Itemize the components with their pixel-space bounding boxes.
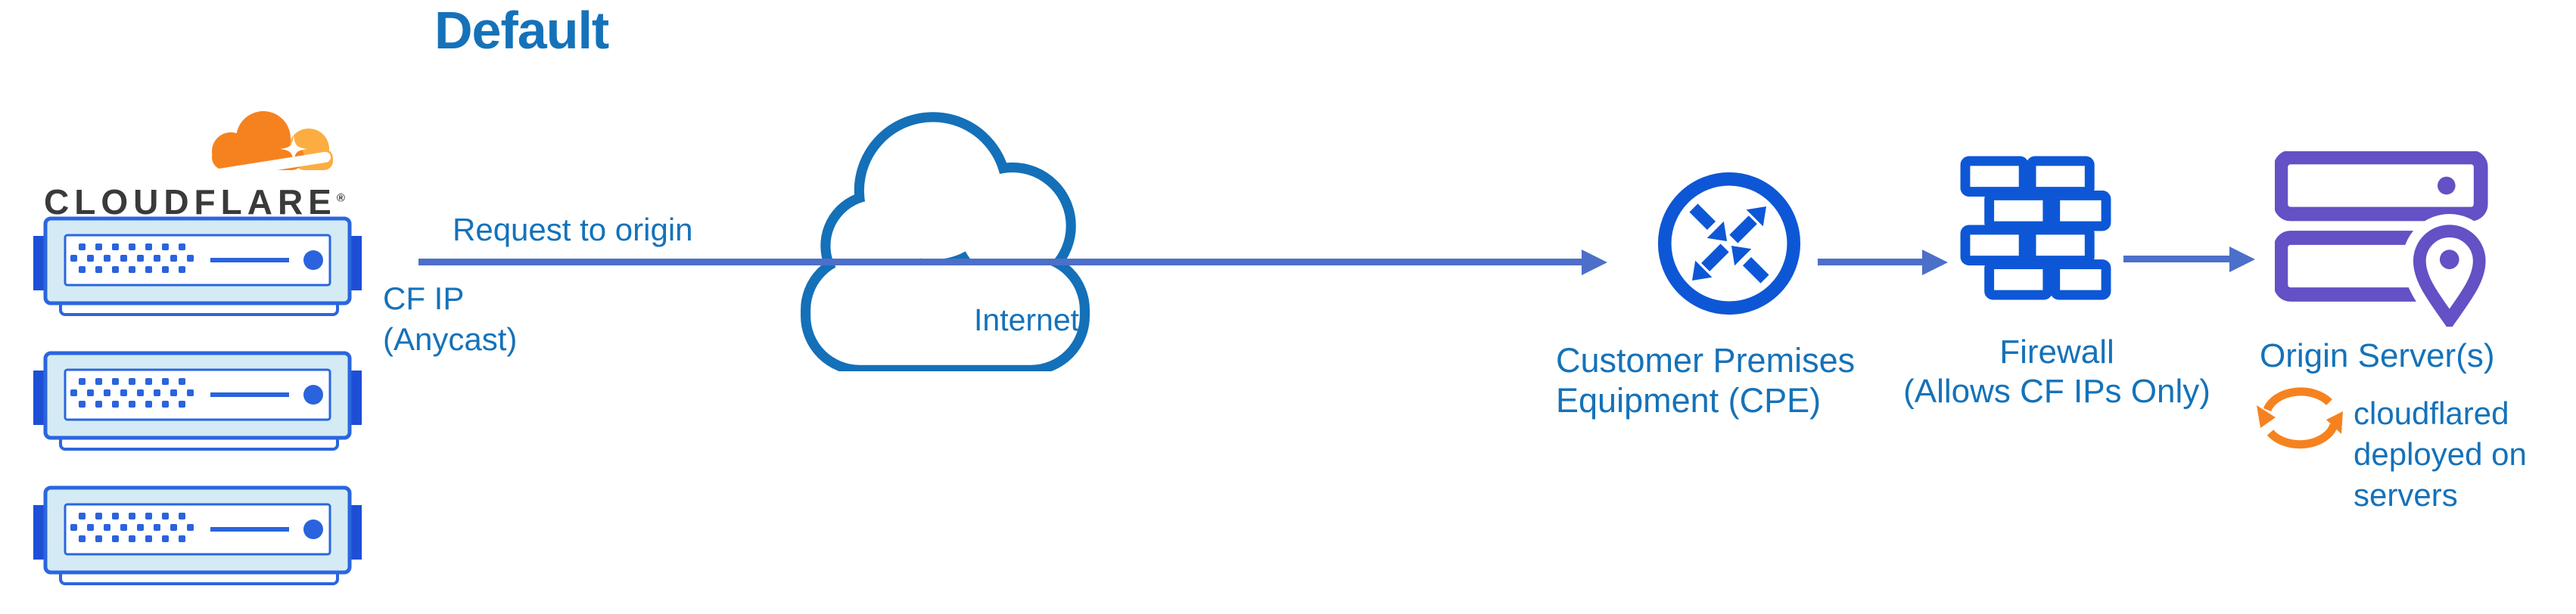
firewall-label-line2: (Allows CF IPs Only) (1903, 373, 2210, 410)
cloudflare-wordmark-text: CLOUDFLARE (44, 182, 337, 222)
request-to-origin-label: Request to origin (453, 212, 693, 247)
cpe-router-icon (1657, 172, 1801, 315)
cloudflared-note: cloudflared deployed on servers (2354, 393, 2527, 516)
arrow-right-icon (1922, 250, 1948, 275)
origin-server-label: Origin Server(s) (2260, 337, 2495, 374)
arrow-line-to-cpe (418, 259, 1583, 265)
origin-server-icon (2275, 151, 2491, 327)
cloudflare-wordmark: CLOUDFLARE® (44, 181, 362, 222)
cpe-label: Customer Premises Equipment (CPE) (1556, 340, 1855, 420)
cpe-label-line2: Equipment (CPE) (1556, 381, 1822, 420)
firewall-label: Firewall (Allows CF IPs Only) (1896, 333, 2217, 411)
cloudflared-note-line1: cloudflared (2354, 395, 2509, 431)
sync-arrows-icon (2257, 387, 2343, 449)
cf-edge-server-icon (33, 485, 362, 585)
cloudflared-note-line2: deployed on (2354, 436, 2527, 472)
internet-label: Internet (974, 302, 1080, 337)
cloudflare-logo-icon (203, 111, 333, 180)
arrow-line-cpe-to-firewall (1818, 259, 1924, 265)
page-title: Default (434, 1, 609, 60)
cf-ip-line2: (Anycast) (383, 321, 518, 357)
cf-edge-server-icon (33, 351, 362, 451)
cloudflared-note-line3: servers (2354, 477, 2458, 513)
location-pin-icon (2402, 214, 2491, 327)
arrow-right-icon (2229, 247, 2255, 272)
arrow-right-icon (1582, 250, 1607, 275)
internet-cloud-icon (801, 112, 1090, 371)
firewall-label-line1: Firewall (1999, 333, 2114, 371)
cpe-label-line1: Customer Premises (1556, 341, 1856, 380)
cf-ip-anycast-label: CF IP (Anycast) (383, 278, 517, 360)
cf-ip-line1: CF IP (383, 281, 465, 316)
registered-mark: ® (336, 191, 345, 205)
firewall-brick-icon (1960, 156, 2111, 300)
arrow-line-firewall-to-origin (2123, 256, 2231, 262)
cf-edge-server-icon (33, 216, 362, 316)
